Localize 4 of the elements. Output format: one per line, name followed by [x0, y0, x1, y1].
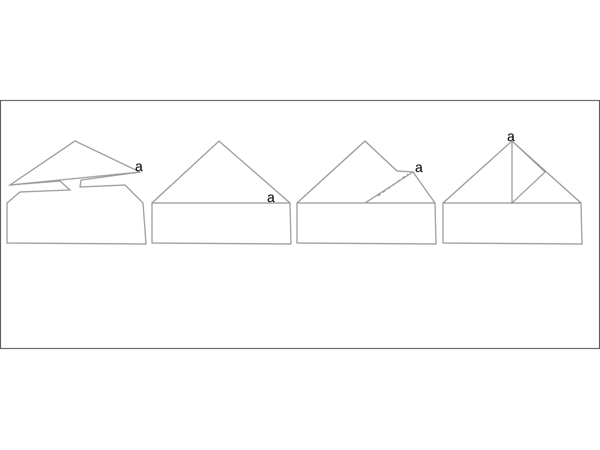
point-label: a — [415, 160, 423, 174]
point-label: a — [267, 190, 275, 204]
point-label: a — [507, 129, 515, 143]
point-label: a — [135, 159, 143, 173]
